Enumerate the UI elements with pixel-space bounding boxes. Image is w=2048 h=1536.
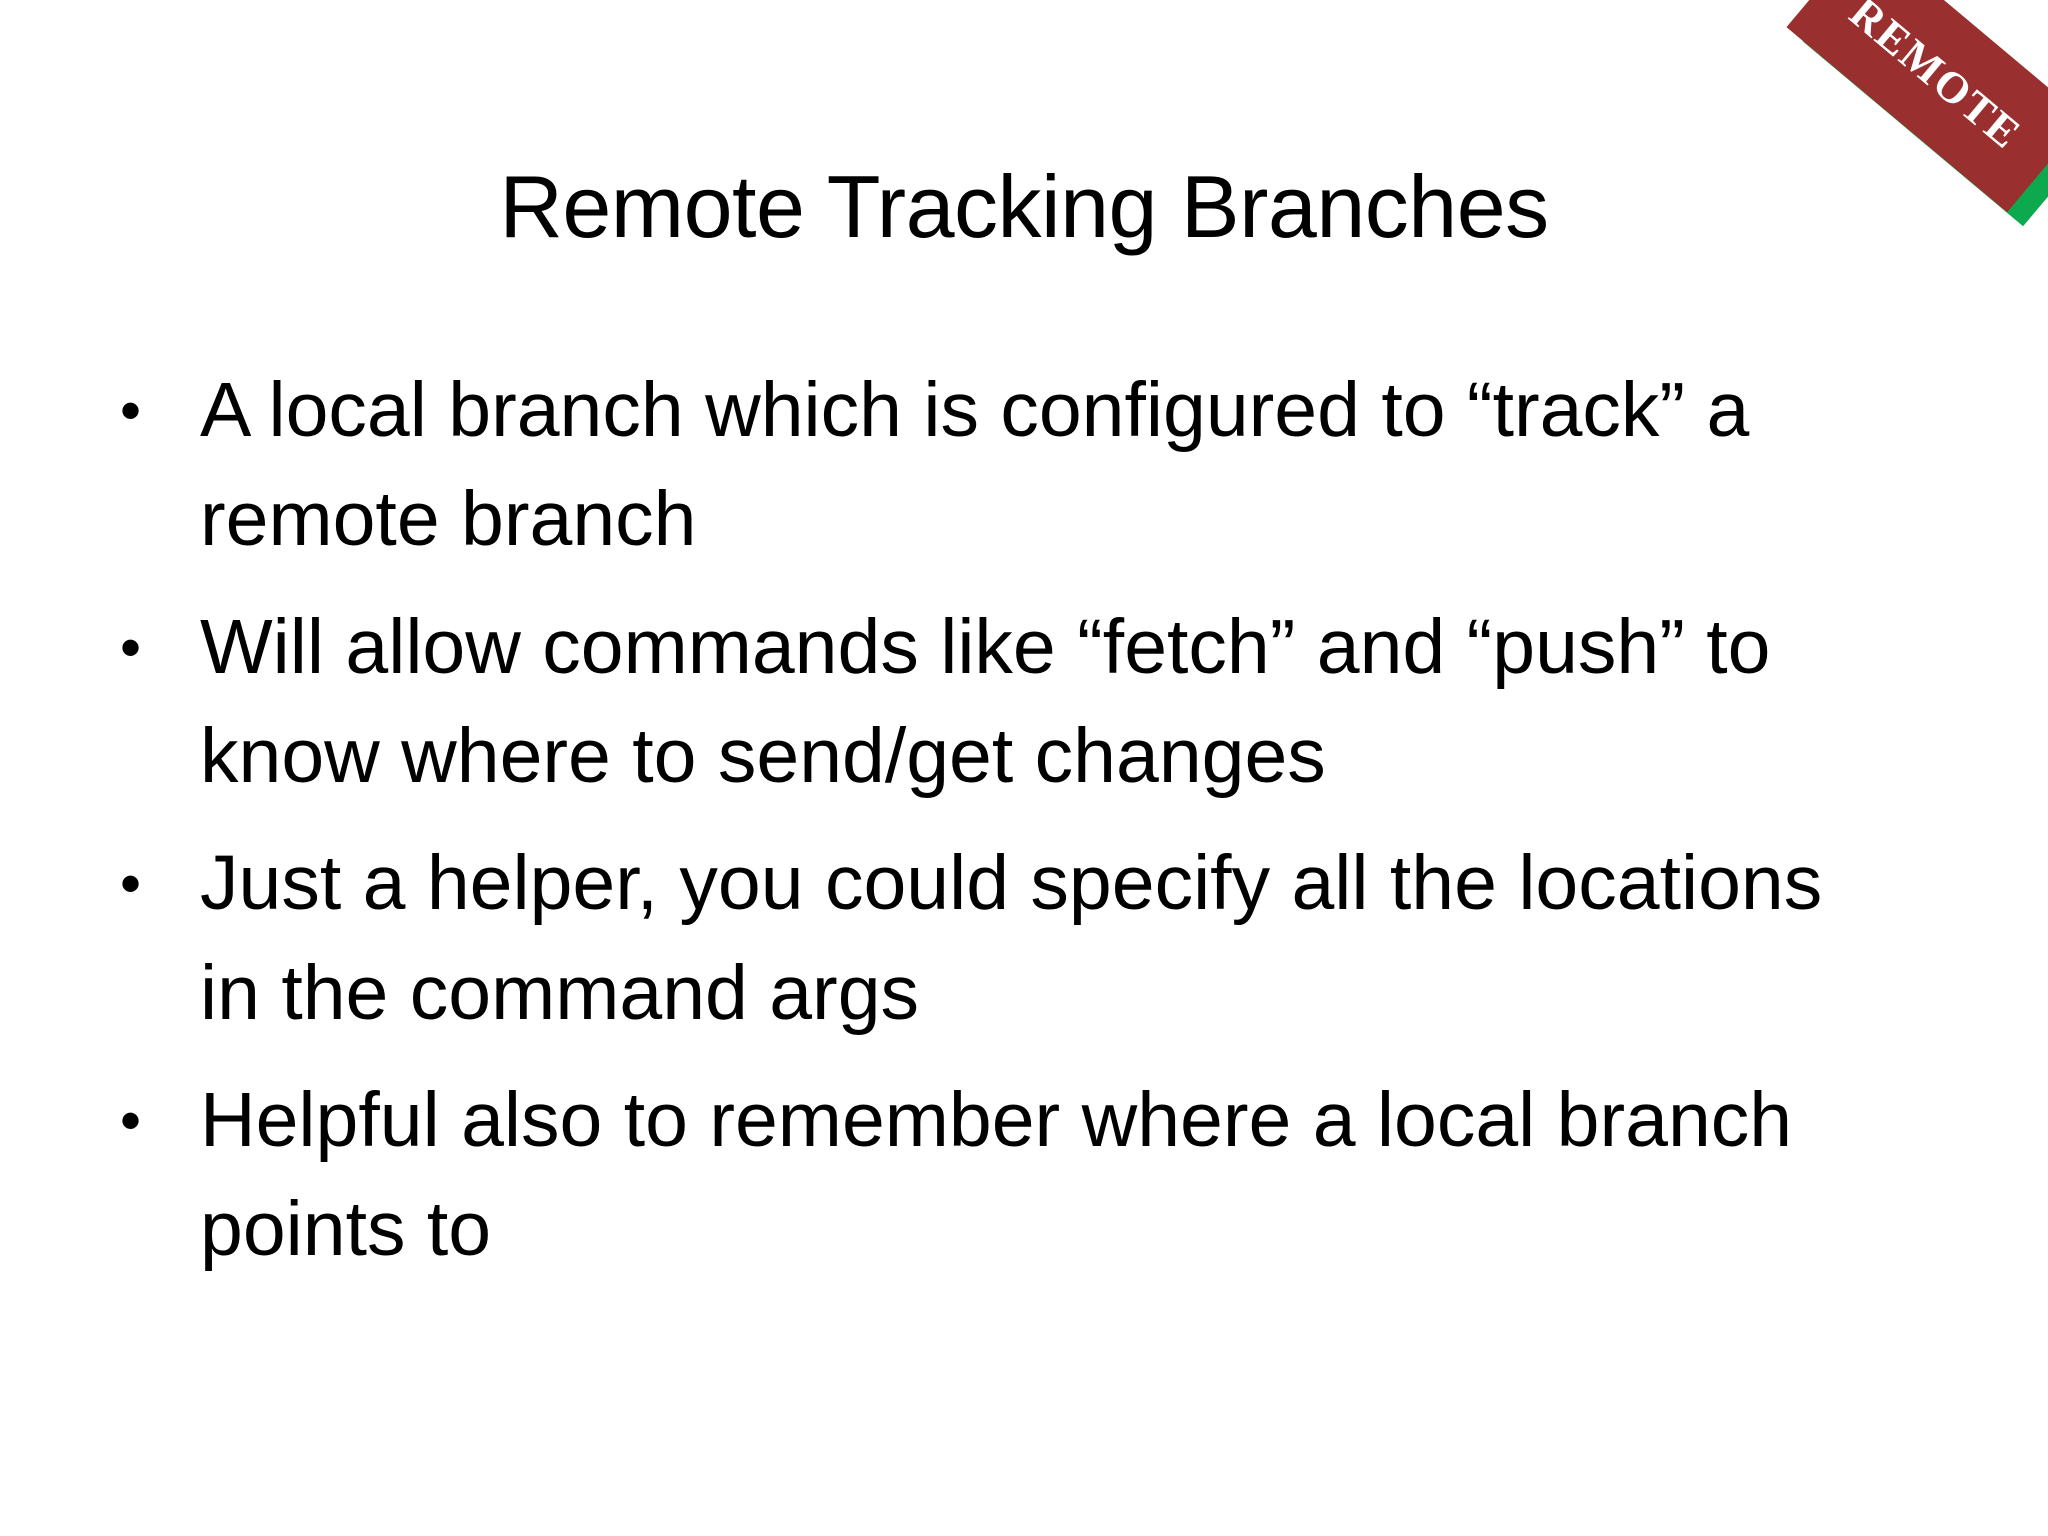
list-item-text: Helpful also to remember where a local b… [200,1076,1793,1273]
bullet-dot-icon: • [120,850,142,918]
list-item: • Will allow commands like “fetch” and “… [92,593,1862,812]
list-item-text: Will allow commands like “fetch” and “pu… [200,603,1771,799]
list-item: • Helpful also to remember where a local… [92,1066,1862,1285]
bullet-dot-icon: • [120,613,142,681]
bullet-list: • A local branch which is configured to … [92,356,1862,1285]
list-item-text: A local branch which is configured to “t… [200,367,1750,563]
list-item-text: Just a helper, you could specify all the… [200,840,1823,1036]
bullet-dot-icon: • [120,1086,142,1154]
page-title: Remote Tracking Branches [499,156,1549,256]
list-item: • A local branch which is configured to … [92,356,1862,575]
list-item: • Just a helper, you could specify all t… [92,829,1862,1048]
bullet-dot-icon: • [120,377,142,444]
